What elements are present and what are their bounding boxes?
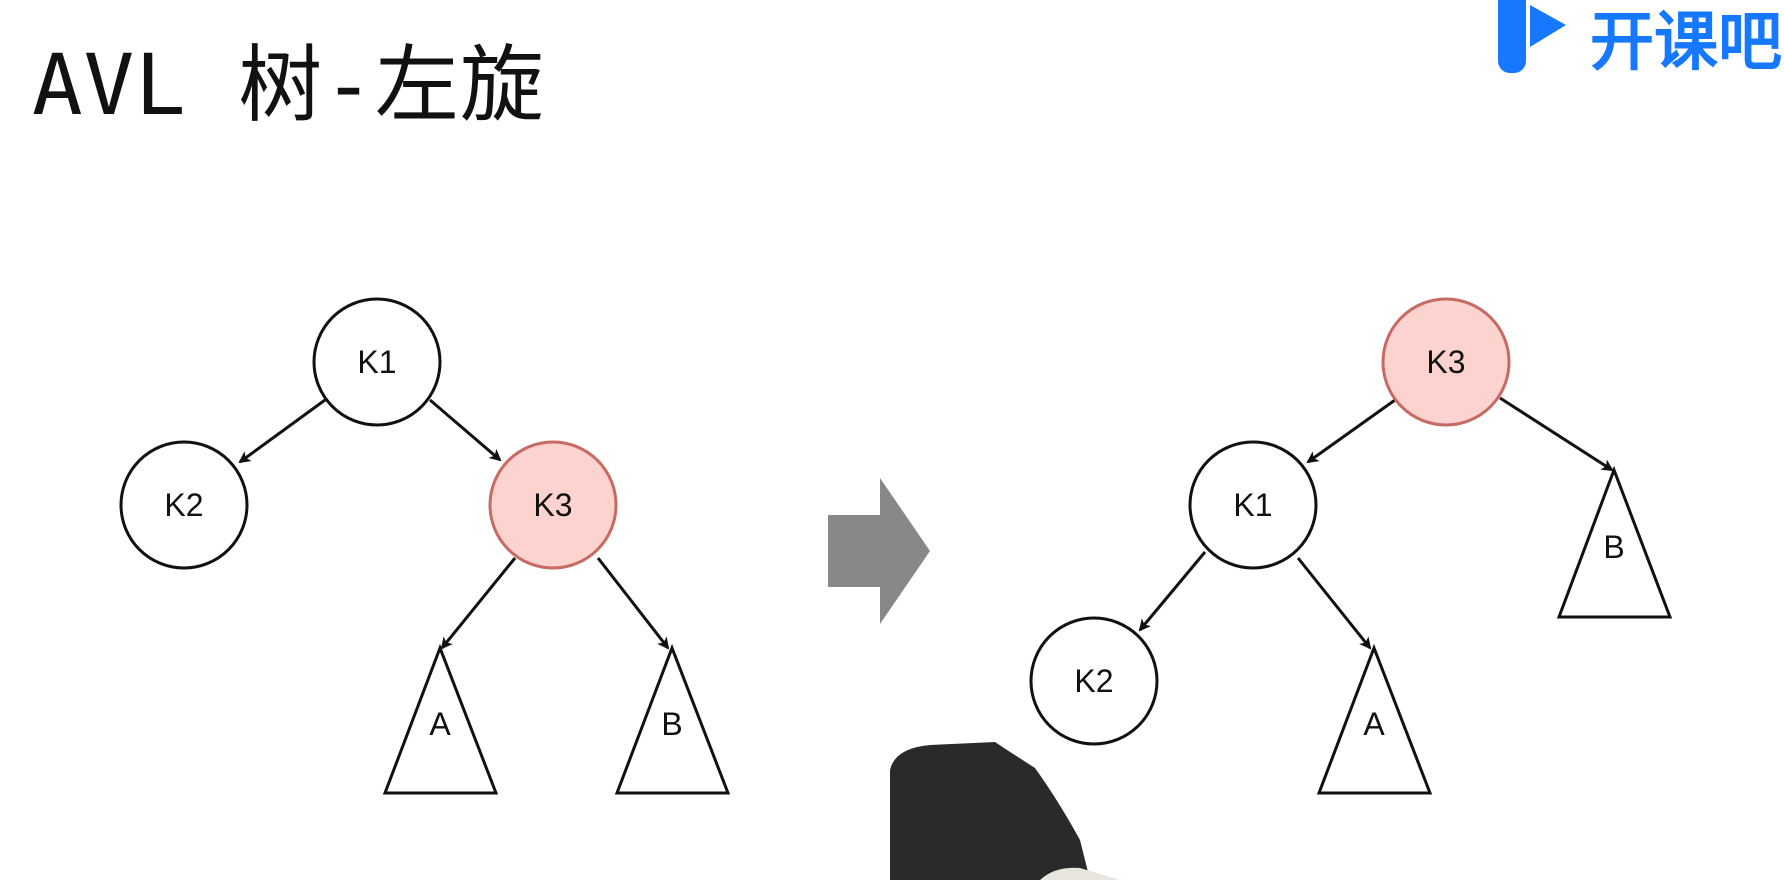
subtree-a: A (382, 643, 499, 795)
tree-node-k2: K2 (119, 440, 249, 570)
node-label: K1 (357, 344, 396, 380)
subtree-b: B (614, 643, 731, 795)
edge-k3-b (596, 557, 670, 650)
arrow-right-icon (828, 478, 930, 624)
node-label: K3 (1426, 344, 1465, 380)
node-label: K1 (1233, 487, 1272, 523)
subtree-label: A (1363, 706, 1385, 742)
presenter-video-overlay-detail (1040, 867, 1120, 880)
tree-node-k1: K1 (1188, 440, 1318, 570)
subtree-label: A (429, 706, 451, 742)
node-label: K2 (164, 487, 203, 523)
tree-node-k3-highlighted: K3 (1381, 297, 1511, 427)
edge-k3-a (440, 557, 517, 650)
brand-logo: 开课吧 (1494, 0, 1782, 82)
tree-node-k1: K1 (312, 297, 442, 427)
brand-k-icon (1498, 0, 1566, 73)
slide-title: AVL 树-左旋 (32, 36, 545, 134)
node-label: K3 (533, 487, 572, 523)
tree-node-k2: K2 (1029, 616, 1159, 746)
subtree-a: A (1316, 643, 1433, 795)
tree-node-k3-highlighted: K3 (488, 440, 618, 570)
edge-k3-b (1499, 396, 1614, 472)
edge-k1-k2 (238, 398, 326, 464)
before-tree: K1 K2 K3 A B (119, 297, 731, 795)
presenter-video-overlay (890, 742, 1090, 880)
edge-k1-k2 (1138, 551, 1207, 632)
node-label: K2 (1074, 663, 1113, 699)
brand-name: 开课吧 (1590, 6, 1782, 80)
subtree-label: B (1603, 529, 1624, 565)
subtree-label: B (661, 706, 682, 742)
edge-k1-a (1296, 557, 1372, 650)
edge-k3-k1 (1306, 398, 1396, 464)
edge-k1-k3 (429, 398, 502, 462)
after-tree: K3 K1 K2 A B (1029, 297, 1673, 795)
subtree-b: B (1556, 465, 1673, 619)
